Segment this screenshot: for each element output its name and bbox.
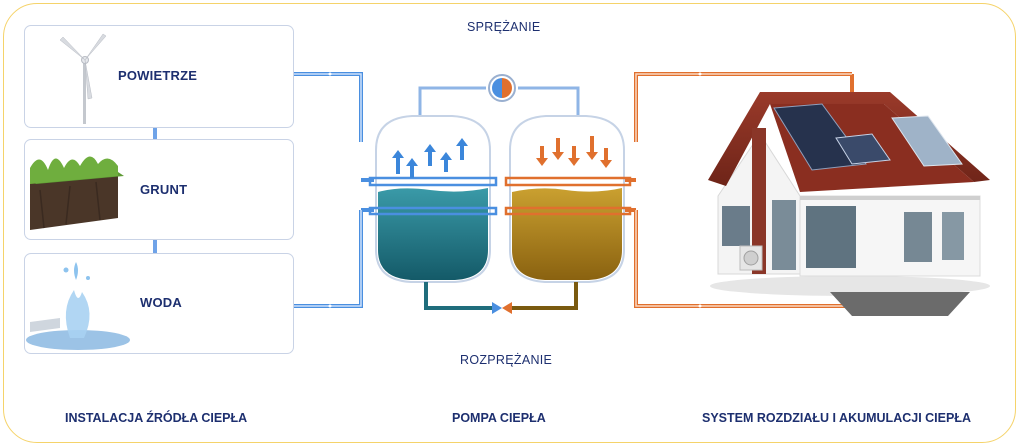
house-illustration [708,92,990,316]
footer-heat-pump: POMPA CIEPŁA [452,411,546,425]
source-box-air [24,25,294,128]
water-splash-icon [26,262,130,350]
source-label-water: WODA [140,295,182,310]
footer-source-installation: INSTALACJA ŹRÓDŁA CIEPŁA [65,411,248,425]
source-label-air: POWIETRZE [118,68,198,83]
compression-label: SPRĘŻANIE [467,20,541,34]
vapor-down-arrows [536,136,612,168]
source-connectors [153,128,157,253]
flow-markers [328,72,702,308]
source-label-ground: GRUNT [140,182,188,197]
condenser-tank [504,115,632,310]
wind-turbine-icon [59,33,107,124]
footer-distribution-system: SYSTEM ROZDZIAŁU I AKUMULACJI CIEPŁA [702,411,971,425]
cold-loop-pipes [294,72,374,308]
expansion-label: ROZPRĘŻANIE [460,353,553,367]
evaporator-tank [368,115,498,310]
grass-soil-icon [30,156,124,230]
expansion-valve-icon [492,302,512,314]
vapor-up-arrows [392,138,468,178]
cold-loop-pipes-inner [294,73,362,307]
compressor-icon [488,74,516,102]
